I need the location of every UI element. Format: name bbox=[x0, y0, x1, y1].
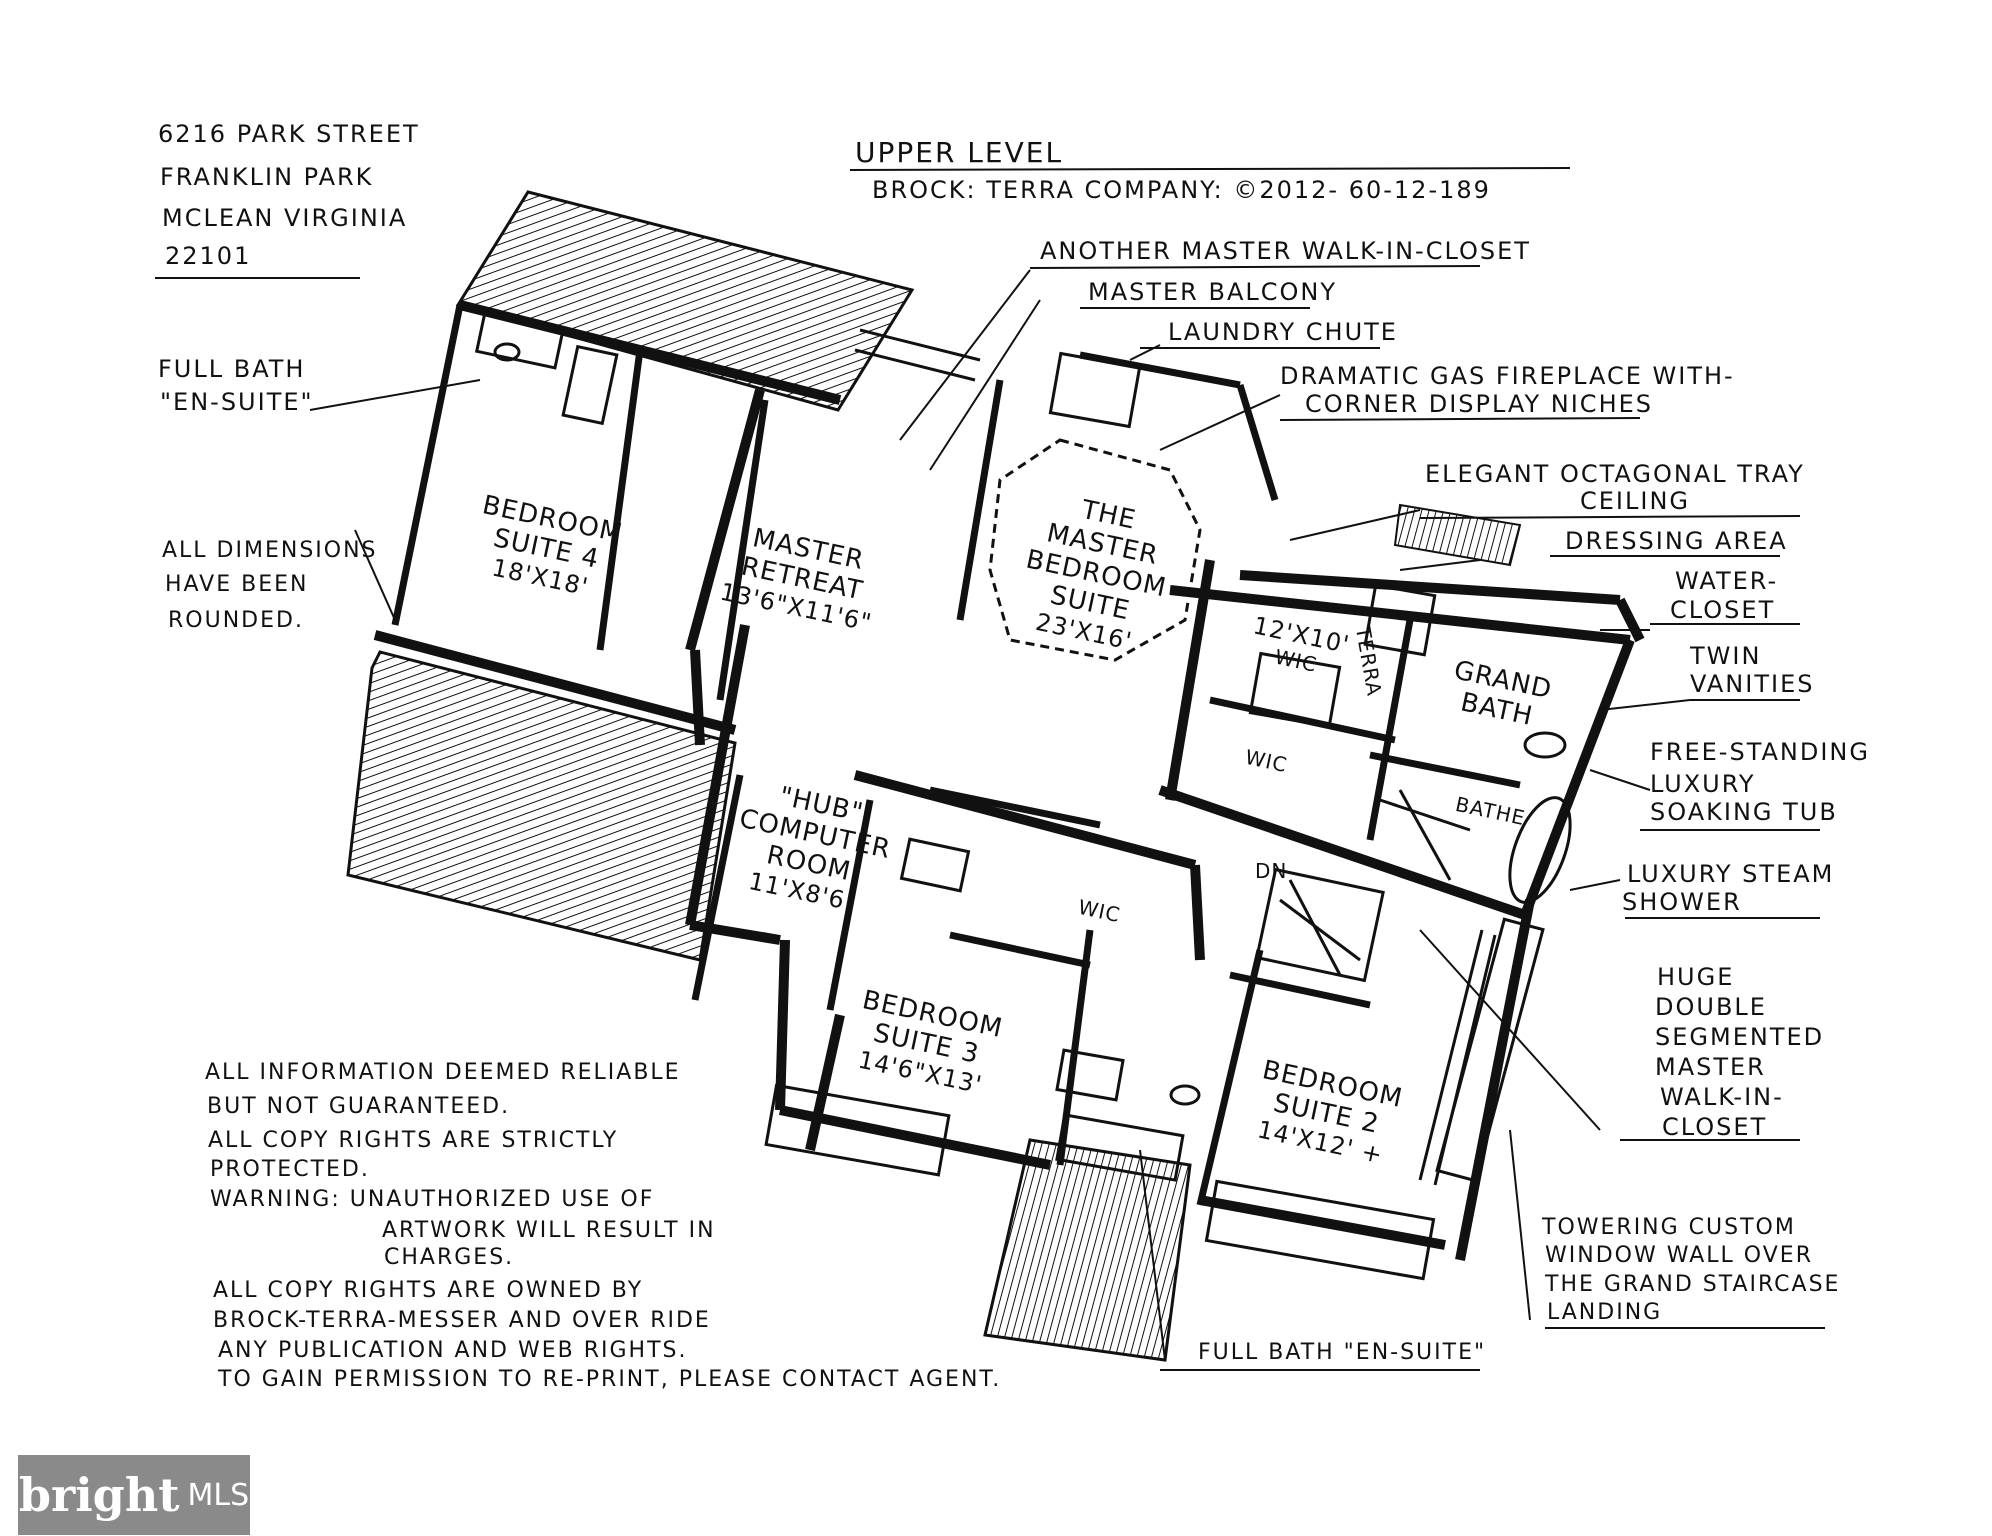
callout-window-wall-2: Window Wall Over bbox=[1545, 1243, 1813, 1268]
room-master-bedroom-suite: The Master Bedroom Suite 23'x16' bbox=[1011, 487, 1181, 661]
callout-full-bath-left-1: Full Bath bbox=[158, 355, 306, 383]
note-dimensions-1: All Dimensions bbox=[162, 538, 378, 563]
brand-wordmark: bright bbox=[18, 1468, 180, 1522]
callout-steam-shower-2: Shower bbox=[1622, 888, 1742, 916]
callout-underlines bbox=[155, 167, 1825, 1371]
callout-display-niches: Corner Display Niches bbox=[1305, 390, 1654, 418]
room-name: DN bbox=[1255, 859, 1288, 883]
callout-soaking-tub-1: Free-Standing bbox=[1650, 738, 1870, 766]
fixtures-and-furniture bbox=[474, 310, 1572, 1106]
interior-walls bbox=[391, 304, 1521, 1206]
disclaimer-line-11: To Gain Permission to Re-Print, Please C… bbox=[218, 1367, 1002, 1392]
callout-closet-5: Walk-in- bbox=[1660, 1083, 1784, 1111]
octagonal-tray-ceiling bbox=[988, 438, 1202, 662]
disclaimer-line-3: All Copy Rights Are Strictly bbox=[208, 1128, 619, 1153]
callout-twin-vanities-1: Twin bbox=[1690, 642, 1762, 670]
callout-tray-ceiling-2: Ceiling bbox=[1580, 487, 1690, 515]
callout-full-bath-left-2: "En-Suite" bbox=[160, 388, 314, 416]
callout-another-master-wic: Another Master Walk-in-Closet bbox=[1040, 237, 1531, 265]
brand-mls: MLS bbox=[187, 1477, 250, 1513]
disclaimer-line-5: Warning: Unauthorized Use of bbox=[210, 1187, 655, 1212]
note-dimensions-3: Rounded. bbox=[168, 608, 304, 633]
callout-water-closet-2: Closet bbox=[1670, 596, 1776, 624]
callout-window-wall-1: Towering Custom bbox=[1542, 1215, 1796, 1240]
stair-down-label: DN bbox=[1255, 860, 1287, 883]
callout-closet-3: Segmented bbox=[1655, 1023, 1825, 1051]
leader-lines bbox=[309, 269, 1691, 1361]
disclaimer-line-1: All Information Deemed Reliable bbox=[205, 1060, 681, 1085]
callout-master-balcony: Master Balcony bbox=[1088, 278, 1338, 306]
callout-dressing-area: Dressing Area bbox=[1565, 527, 1788, 555]
callout-closet-4: Master bbox=[1655, 1053, 1766, 1081]
note-dimensions-2: Have Been bbox=[165, 572, 309, 597]
callout-twin-vanities-2: Vanities bbox=[1690, 670, 1815, 698]
disclaimer-line-2: But Not Guaranteed. bbox=[207, 1094, 511, 1119]
disclaimer-line-10: Any Publication and Web Rights. bbox=[218, 1338, 688, 1363]
address-line-1: 6216 Park Street bbox=[158, 120, 420, 148]
disclaimer-line-8: All Copy Rights Are Owned By bbox=[213, 1278, 644, 1303]
callout-window-wall-4: Landing bbox=[1547, 1300, 1663, 1325]
hatched-deck-left bbox=[346, 650, 737, 962]
address-line-3: McLean Virginia bbox=[162, 204, 408, 232]
disclaimer-line-7: Charges. bbox=[384, 1245, 515, 1270]
callout-tray-ceiling-1: Elegant Octagonal Tray bbox=[1425, 460, 1805, 488]
callout-soaking-tub-2: Luxury bbox=[1650, 770, 1756, 798]
callout-steam-shower-1: Luxury Steam bbox=[1627, 860, 1835, 888]
callout-soaking-tub-3: Soaking Tub bbox=[1650, 798, 1838, 826]
hatched-deck-bottom bbox=[983, 1138, 1192, 1362]
callout-closet-6: Closet bbox=[1662, 1113, 1768, 1141]
callout-laundry-chute: Laundry Chute bbox=[1168, 318, 1398, 346]
bright-mls-logo: bright MLS bbox=[18, 1455, 250, 1535]
callout-gas-fireplace: Dramatic Gas Fireplace with- bbox=[1280, 362, 1735, 390]
disclaimer-line-9: Brock-Terra-Messer and Over Ride bbox=[213, 1308, 711, 1333]
company-credit: Brock: Terra Company: ©2012- 60-12-189 bbox=[872, 176, 1491, 204]
address-line-4: 22101 bbox=[165, 242, 252, 270]
level-title: Upper Level bbox=[855, 136, 1064, 169]
callout-closet-2: Double bbox=[1655, 993, 1767, 1021]
callout-full-bath-bottom: Full Bath "En-Suite" bbox=[1198, 1340, 1487, 1365]
callout-window-wall-3: The Grand Staircase bbox=[1545, 1272, 1841, 1297]
disclaimer-line-4: Protected. bbox=[210, 1157, 370, 1182]
window-walls bbox=[764, 917, 1545, 1281]
address-line-2: Franklin Park bbox=[160, 163, 374, 191]
callout-closet-1: Huge bbox=[1657, 963, 1735, 991]
callout-water-closet-1: Water- bbox=[1675, 567, 1779, 595]
hatched-roof-right bbox=[1393, 503, 1522, 567]
disclaimer-line-6: Artwork Will Result in bbox=[382, 1218, 716, 1243]
hatched-roof-top bbox=[455, 190, 915, 412]
